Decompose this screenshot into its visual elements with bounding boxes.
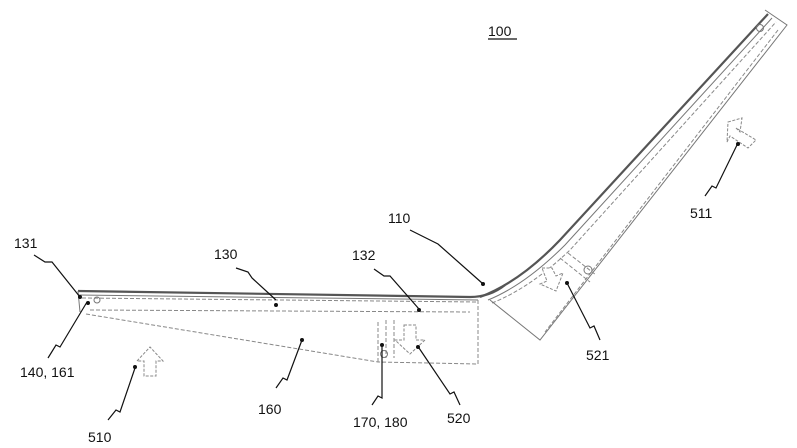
left-panel [77,284,506,365]
label-510: 510 [88,429,112,445]
label-170-180: 170, 180 [353,414,408,430]
arrow-521-icon [538,267,564,292]
label-132: 132 [352,247,376,263]
leader-lines [33,142,740,421]
label-131: 131 [14,235,38,251]
label-520: 520 [447,410,471,426]
label-110: 110 [388,210,411,226]
sensor-circle [380,350,388,358]
label-511: 511 [690,205,713,221]
label-140-161: 140, 161 [20,364,75,380]
arrow-510-icon [135,346,165,377]
label-521: 521 [586,347,610,363]
arrow-511-icon [726,117,757,149]
figure-ref-100: 100 [488,23,512,39]
right-panel [479,9,788,341]
label-130: 130 [214,246,238,262]
hinge-circle-right [756,24,764,32]
label-160: 160 [258,401,282,417]
sensor-circle-right [583,265,593,275]
hinge-circle [93,296,101,304]
